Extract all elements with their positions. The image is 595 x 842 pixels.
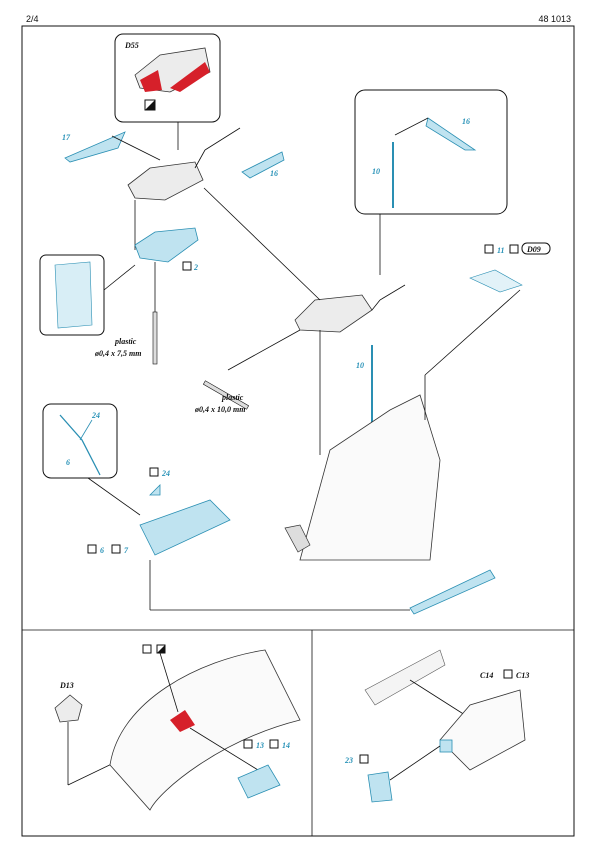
inset-6-24: [42, 403, 118, 479]
bend-icon: [182, 261, 192, 271]
bend-icon: [243, 739, 253, 749]
seat: [284, 524, 311, 553]
plastic-rod-short: [152, 311, 158, 365]
paint-icon: [149, 467, 159, 477]
bend-icon: [484, 244, 494, 254]
paint-icon: [142, 644, 152, 654]
label-c14: C14: [480, 671, 493, 680]
plastic-rod-size-b: ø0,4 x 10,0 mm: [194, 405, 245, 414]
inset-d55: D55: [114, 33, 221, 123]
part-23: [367, 771, 393, 803]
plastic-label-a: plastic: [114, 337, 137, 346]
section-landing-gear: C14 C13 23: [344, 649, 529, 803]
wheel-bay-detail: [364, 649, 446, 706]
red-paint-area: [140, 70, 162, 92]
part-16-inset: [425, 117, 477, 151]
side-rail: [409, 569, 496, 615]
plastic-rod-size-a: ø0,4 x 7,5 mm: [94, 349, 141, 358]
part-16: [241, 151, 285, 179]
part-11: [469, 269, 523, 293]
cover-part-upper: [127, 161, 204, 201]
label-d09: D09: [526, 245, 541, 254]
part-24: [149, 484, 161, 496]
inset-10-16: [354, 89, 508, 215]
cockpit-fuselage: [299, 394, 441, 561]
gear-leg: [439, 689, 526, 771]
page-number: 2/4: [26, 14, 39, 24]
label-16b: 16: [462, 117, 470, 126]
paint-icon: [503, 669, 513, 679]
engine-cowling: [109, 649, 301, 811]
label-6a: 6: [66, 458, 70, 467]
paint-icon: [111, 544, 121, 554]
part-2: [134, 227, 199, 263]
paint-icon: [359, 754, 369, 764]
label-17: 17: [62, 133, 71, 142]
part-17: [64, 131, 126, 163]
bend-icon: [87, 544, 97, 554]
plastic-rod-long: [202, 380, 250, 410]
label-24b: 24: [161, 469, 170, 478]
label-d13: D13: [59, 681, 74, 690]
label-16a: 16: [270, 169, 278, 178]
remove-icon: [509, 244, 519, 254]
label-13: 13: [256, 741, 264, 750]
red-paint-area: [170, 62, 210, 92]
section-engine: D13 13 14: [54, 644, 301, 811]
label-24a: 24: [91, 411, 100, 420]
red-paint-area: [170, 710, 195, 732]
label-10a: 10: [372, 167, 380, 176]
label-23: 23: [344, 756, 353, 765]
plastic-label-b: plastic: [221, 393, 244, 402]
label-7: 7: [124, 546, 129, 555]
label-10b: 10: [356, 361, 364, 370]
label-14: 14: [282, 741, 290, 750]
label-d55: D55: [124, 41, 139, 50]
label-2: 2: [193, 263, 198, 272]
paint-icon: [269, 739, 279, 749]
label-c13: C13: [516, 671, 529, 680]
part-6-7-panel: [139, 499, 231, 556]
page-frame: [21, 25, 575, 837]
part-13-14: [237, 764, 281, 799]
cover-part-middle: [294, 294, 373, 333]
set-code: 48 1013: [538, 14, 571, 24]
label-6b: 6: [100, 546, 104, 555]
part-d13: [54, 694, 83, 723]
label-11: 11: [497, 246, 505, 255]
